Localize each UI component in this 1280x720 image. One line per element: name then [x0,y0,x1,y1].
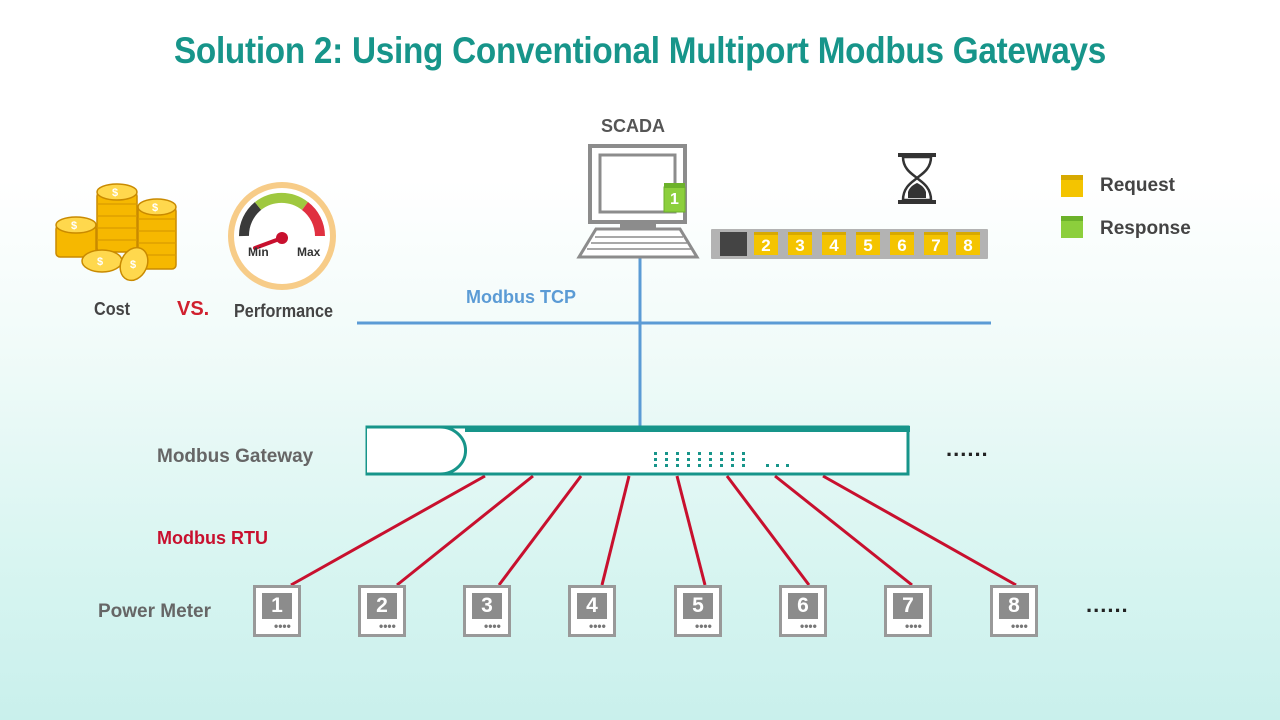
request-legend-label: Request [1100,175,1175,196]
modbus-tcp-label: Modbus TCP [466,287,576,307]
rtu-line-6 [725,475,811,586]
power-meter-indicator-icon: •••• [589,619,606,633]
power-meter: 3 •••• [463,585,511,637]
power-meter-indicator-icon: •••• [274,619,291,633]
power-meter: 5 •••• [674,585,722,637]
queue-request: 7 [924,232,948,255]
gateway-ports-icon [654,452,789,467]
power-meter-more-ellipsis: ...... [1086,592,1129,617]
queue-head [720,232,747,256]
performance-gauge-icon: Min Max [228,182,336,290]
rtu-line-5 [675,475,707,586]
scada-response-number: 1 [670,191,679,208]
power-meter-indicator-icon: •••• [800,619,817,633]
svg-text:$: $ [130,259,136,271]
coins-icon: $ $ $ $ $ [55,183,177,282]
power-meter-indicator-icon: •••• [1011,619,1028,633]
performance-label: Performance [234,301,334,321]
modbus-rtu-label: Modbus RTU [157,528,268,548]
queue-request: 3 [788,232,812,255]
response-legend-swatch [1061,216,1083,238]
gauge-max-label: Max [297,245,321,259]
vs-label: VS. [177,298,210,320]
power-meter: 1 •••• [253,585,301,637]
power-meter-indicator-icon: •••• [484,619,501,633]
queue-request: 8 [956,232,980,255]
hourglass-icon [898,153,936,204]
cost-label: Cost [94,299,130,319]
power-meter: 7 •••• [884,585,932,637]
rtu-line-2 [396,474,534,587]
queue-request: 5 [856,232,880,255]
queue-request: 4 [822,232,846,255]
power-meter-number: 2 [367,593,397,619]
response-legend-label: Response [1100,218,1191,239]
rtu-line-7 [774,474,913,587]
queue-request: 6 [890,232,914,255]
page-title: Solution 2: Using Conventional Multiport… [173,30,1107,71]
request-legend-swatch [1061,175,1083,197]
rtu-line-3 [497,475,583,586]
power-meter-number: 5 [683,593,713,619]
queue-request: 2 [754,232,778,255]
rtu-line-4 [600,475,631,586]
power-meter-number: 4 [577,593,607,619]
power-meter-indicator-icon: •••• [905,619,922,633]
power-meter-number: 8 [999,593,1029,619]
power-meter-number: 7 [893,593,923,619]
power-meter-number: 3 [472,593,502,619]
rtu-lines [290,474,1017,587]
power-meter: 2 •••• [358,585,406,637]
gateway-more-ellipsis: ...... [946,436,989,461]
rtu-line-8 [822,474,1017,587]
svg-text:$: $ [112,187,118,199]
power-meter: 6 •••• [779,585,827,637]
svg-text:$: $ [152,202,158,214]
power-meter-number: 6 [788,593,818,619]
svg-text:$: $ [71,220,77,232]
gauge-min-label: Min [248,245,269,259]
power-meter-indicator-icon: •••• [379,619,396,633]
power-meter-indicator-icon: •••• [695,619,712,633]
power-meter: 8 •••• [990,585,1038,637]
computer-icon [576,144,700,259]
svg-text:$: $ [97,256,103,268]
power-meter-number: 1 [262,593,292,619]
request-queue: 2 3 4 5 6 7 8 [711,229,988,259]
power-meter-label: Power Meter [98,601,211,622]
rtu-line-1 [290,474,486,587]
scada-label: SCADA [601,116,666,136]
power-meter: 4 •••• [568,585,616,637]
modbus-gateway-label: Modbus Gateway [157,446,314,467]
modbus-gateway-device [365,425,910,476]
